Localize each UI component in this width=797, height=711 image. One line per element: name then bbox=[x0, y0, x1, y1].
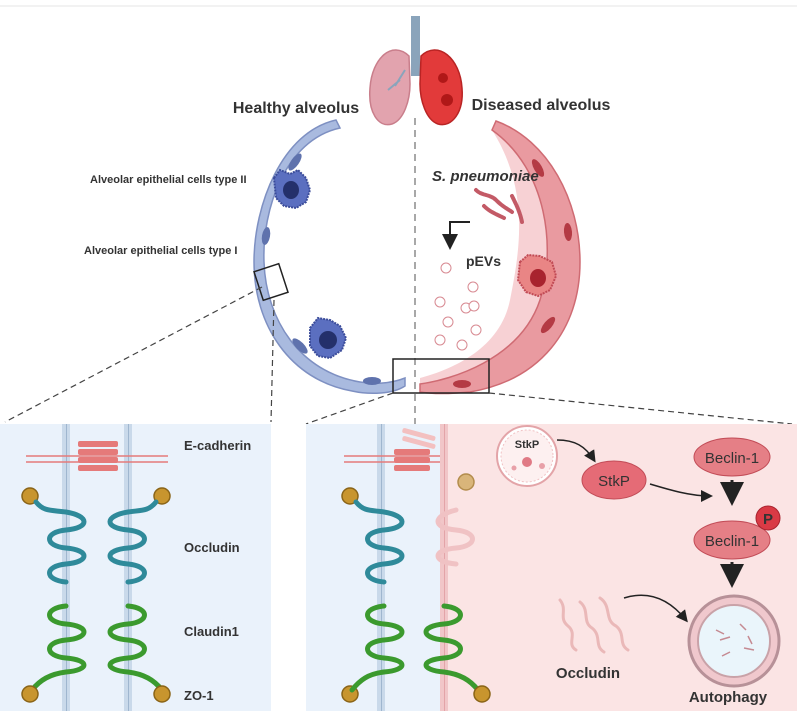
zoom-line-left-a bbox=[4, 286, 263, 423]
healthy-junction-panel: E-cadherin Occludin Claudin1 ZO-1 bbox=[0, 424, 271, 711]
healthy-alveolus bbox=[253, 119, 406, 395]
claudin-label: Claudin1 bbox=[184, 624, 239, 639]
stkp-release-arrow bbox=[556, 439, 596, 463]
type-ii-cell-upper-icon bbox=[272, 168, 312, 210]
zoom-line-left-b bbox=[270, 299, 275, 423]
phosphorylation-arrow bbox=[649, 483, 713, 502]
phospho-badge bbox=[755, 505, 781, 531]
diseased-alveolus-title: Diseased alveolus bbox=[472, 97, 611, 114]
zoom-box-right bbox=[392, 358, 490, 394]
zoom-box-left bbox=[253, 262, 289, 302]
beclin1-node bbox=[693, 437, 771, 477]
diseased-junction-panel: StkP StkP Beclin-1 Beclin-1 P Occludin A… bbox=[306, 424, 797, 711]
stkp-node bbox=[581, 460, 647, 500]
lungs-icon bbox=[369, 16, 463, 126]
diseased-type-ii-cell-icon bbox=[516, 253, 558, 298]
pevs-label: pEVs bbox=[466, 253, 501, 269]
type-i-label: Alveolar epithelial cells type I bbox=[84, 245, 237, 257]
ecadherin-icon bbox=[26, 441, 168, 471]
stkp-label: StkP bbox=[598, 473, 630, 490]
pathogen-label: S. pneumoniae bbox=[432, 168, 539, 185]
type-ii-cell-lower-icon bbox=[309, 316, 348, 360]
zoom-line-right-a bbox=[305, 392, 394, 425]
occludin-degraded-label: Occludin bbox=[556, 665, 620, 682]
beclin1-label: Beclin-1 bbox=[705, 450, 759, 467]
healthy-alveolus-title: Healthy alveolus bbox=[233, 100, 359, 117]
beclin1-p-label: Beclin-1 bbox=[705, 533, 759, 550]
vesicle-stkp-label: StkP bbox=[515, 439, 539, 451]
phospho-label: P bbox=[763, 511, 773, 528]
release-arrow bbox=[442, 221, 470, 250]
claudin-right-icon bbox=[341, 603, 491, 703]
occludin-disrupted-icon bbox=[341, 473, 475, 585]
autophagosome-icon bbox=[687, 594, 781, 688]
ecadherin-disrupted-icon bbox=[344, 428, 440, 471]
degradation-arrow bbox=[623, 594, 688, 623]
autophagy-label: Autophagy bbox=[689, 689, 768, 706]
zo1-label: ZO-1 bbox=[184, 688, 214, 703]
occludin-icon bbox=[21, 487, 171, 585]
vesicles-icon bbox=[434, 262, 482, 351]
pev-vesicle-icon bbox=[496, 425, 558, 487]
diseased-alveolus bbox=[392, 120, 581, 395]
bacteria-icon bbox=[474, 188, 524, 224]
beclin1-p-node bbox=[693, 520, 771, 560]
type-ii-label: Alveolar epithelial cells type II bbox=[90, 174, 247, 186]
ecadherin-label: E-cadherin bbox=[184, 438, 251, 453]
claudin-icon bbox=[21, 603, 171, 703]
occludin-label: Occludin bbox=[184, 540, 240, 555]
degraded-occludin-icon bbox=[558, 596, 630, 654]
zoom-line-right-b bbox=[488, 392, 793, 425]
